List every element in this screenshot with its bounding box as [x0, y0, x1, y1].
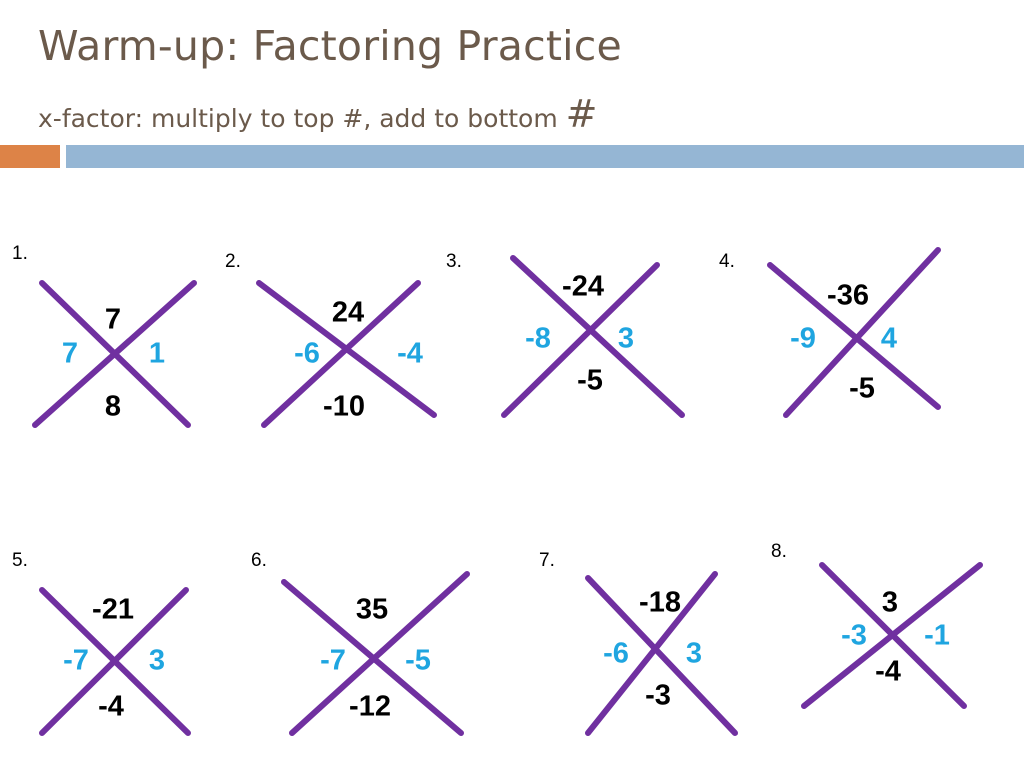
x-line-7-1 — [585, 575, 738, 736]
subtitle-text: x-factor: multiply to top #, add to bott… — [38, 104, 566, 133]
accent-bar-blue — [66, 145, 1024, 168]
x-line-3-1 — [510, 255, 685, 418]
slide-title: Warm-up: Factoring Practice — [38, 22, 622, 70]
slide-subtitle: x-factor: multiply to top #, add to bott… — [38, 92, 598, 136]
x-line-6-2 — [289, 571, 470, 736]
x-line-8-2 — [801, 562, 983, 709]
x-line-7-2 — [585, 571, 718, 736]
x-line-3-2 — [501, 262, 660, 418]
x-line-4-2 — [783, 247, 941, 418]
x-line-4-1 — [767, 262, 941, 410]
subtitle-hash: # — [565, 92, 598, 136]
accent-bar-orange — [0, 145, 60, 168]
x-line-5-2 — [39, 587, 189, 736]
x-line-1-2 — [32, 280, 197, 428]
x-line-2-2 — [261, 280, 421, 428]
